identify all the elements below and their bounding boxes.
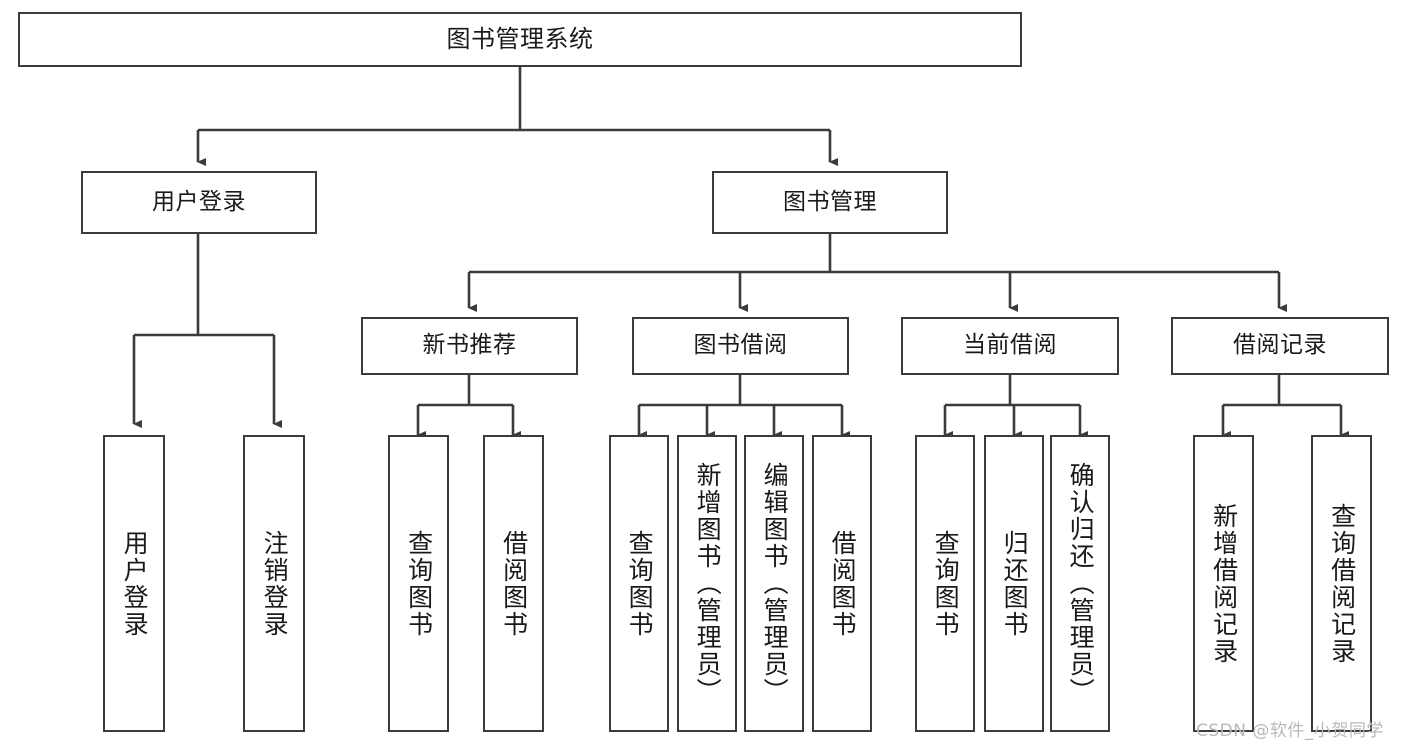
node-label: 查询借阅记录 (1327, 502, 1357, 665)
node-label: 图书管理 (783, 188, 877, 215)
node-label: 新增借阅记录 (1209, 502, 1239, 665)
node-label: 编辑图书（管理员） (760, 462, 790, 705)
leaf-query-book-recommend[interactable]: 查询图书 (388, 435, 449, 732)
node-root-system[interactable]: 图书管理系统 (18, 12, 1022, 67)
node-label: 归还图书 (1000, 529, 1030, 638)
leaf-borrow-book-recommend[interactable]: 借阅图书 (483, 435, 544, 732)
node-label: 新书推荐 (422, 332, 517, 359)
leaf-edit-book-admin[interactable]: 编辑图书（管理员） (744, 435, 804, 732)
node-label: 借阅图书 (499, 529, 529, 638)
node-borrow-record[interactable]: 借阅记录 (1171, 317, 1389, 375)
watermark-text: CSDN @软件_小贺同学 (1196, 721, 1384, 741)
node-label: 查询图书 (931, 529, 961, 638)
node-book-management[interactable]: 图书管理 (712, 171, 948, 234)
node-label: 借阅图书 (828, 529, 858, 638)
node-label: 用户登录 (120, 529, 150, 638)
leaf-return-book[interactable]: 归还图书 (984, 435, 1044, 732)
node-user-login[interactable]: 用户登录 (81, 171, 317, 234)
leaf-confirm-return-admin[interactable]: 确认归还（管理员） (1050, 435, 1110, 732)
node-label: 图书借阅 (693, 332, 788, 359)
node-book-borrow[interactable]: 图书借阅 (632, 317, 849, 375)
node-label: 注销登录 (260, 529, 290, 638)
leaf-borrow-book[interactable]: 借阅图书 (812, 435, 872, 732)
leaf-query-book-current[interactable]: 查询图书 (915, 435, 975, 732)
leaf-logout-login[interactable]: 注销登录 (243, 435, 305, 732)
leaf-query-book-borrow[interactable]: 查询图书 (609, 435, 669, 732)
node-label: 当前借阅 (963, 332, 1057, 359)
node-new-book-recommend[interactable]: 新书推荐 (361, 317, 578, 375)
node-label: 查询图书 (625, 529, 655, 638)
leaf-user-login[interactable]: 用户登录 (103, 435, 165, 732)
node-label: 新增图书（管理员） (693, 462, 723, 705)
node-label: 确认归还（管理员） (1066, 462, 1096, 705)
leaf-add-borrow-record[interactable]: 新增借阅记录 (1193, 435, 1254, 732)
node-label: 借阅记录 (1233, 332, 1327, 359)
node-current-borrow[interactable]: 当前借阅 (901, 317, 1119, 375)
node-label: 查询图书 (404, 529, 434, 638)
node-label: 用户登录 (152, 188, 246, 215)
leaf-add-book-admin[interactable]: 新增图书（管理员） (677, 435, 737, 732)
node-label: 图书管理系统 (446, 25, 594, 54)
leaf-query-borrow-record[interactable]: 查询借阅记录 (1311, 435, 1372, 732)
